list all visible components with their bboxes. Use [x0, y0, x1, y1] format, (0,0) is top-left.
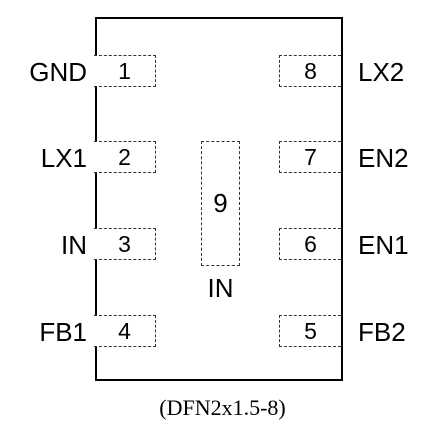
pin-number-6: 6	[304, 230, 317, 257]
pin-name-7: EN2	[358, 143, 409, 173]
pin-name-3: IN	[61, 230, 87, 260]
pad-8: 8	[279, 55, 341, 87]
pad-2: 2	[94, 141, 156, 173]
package-caption: (DFN2x1.5-8)	[159, 395, 286, 420]
pin-name-1: GND	[29, 57, 87, 87]
pin-name-6: EN1	[358, 230, 409, 260]
pin-number-9: 9	[213, 188, 228, 218]
package-outline	[95, 17, 343, 381]
pad-6: 6	[279, 228, 341, 260]
pin-name-4: FB1	[39, 317, 87, 347]
pin-number-2: 2	[118, 143, 131, 170]
pin-number-4: 4	[118, 317, 131, 344]
pin-name-2: LX1	[40, 143, 87, 173]
pin-number-7: 7	[304, 143, 317, 170]
pin-name-8: LX2	[358, 57, 405, 87]
pin-number-8: 8	[304, 57, 317, 84]
pad-4: 4	[94, 315, 156, 347]
pad-3: 3	[94, 228, 156, 260]
pin-number-1: 1	[118, 57, 131, 84]
pad-7: 7	[279, 141, 341, 173]
pad-5: 5	[279, 315, 341, 347]
pin-name-9: IN	[207, 273, 234, 303]
pin-number-3: 3	[118, 230, 131, 257]
pin-number-5: 5	[304, 317, 317, 344]
pin-name-5: FB2	[358, 317, 406, 347]
pad-1: 1	[94, 55, 156, 87]
pad-9-exposed: 9	[201, 141, 240, 266]
